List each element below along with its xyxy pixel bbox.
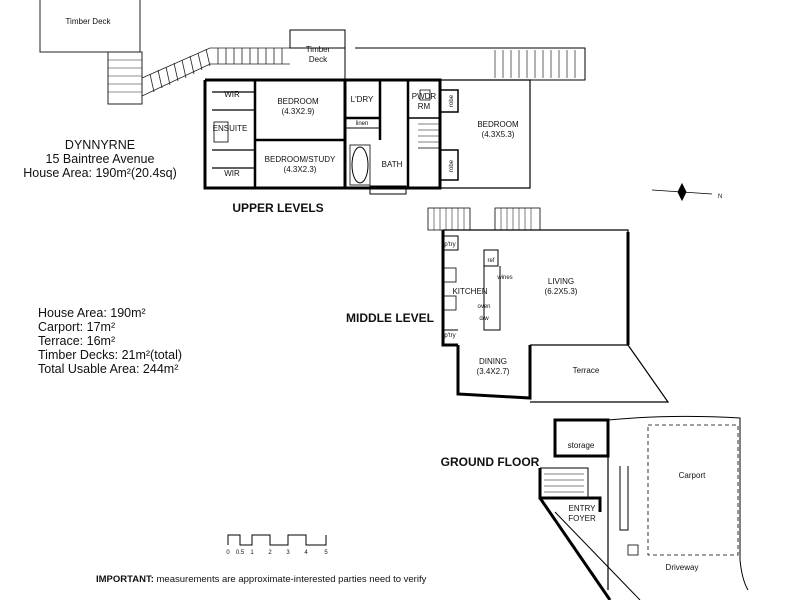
bedroom1-name: BEDROOM (277, 97, 319, 106)
powder-room-label-1: PWDR (412, 92, 437, 101)
disclaimer-text: measurements are approximate-interested … (153, 574, 427, 585)
scale-tick: 0.5 (236, 550, 245, 556)
timber-decks-area: Timber Decks: 21m²(total) (38, 348, 183, 362)
deck-stairs-diagonal (141, 47, 290, 97)
upper-levels-heading: UPPER LEVELS (232, 201, 323, 215)
carport-label: Carport (679, 471, 706, 480)
pantry-top-label: p'try (444, 242, 455, 248)
robe-bottom-label: robe (449, 159, 455, 172)
suburb-name: DYNNYRNE (64, 138, 136, 152)
kitchen-label: KITCHEN (452, 287, 487, 296)
bedroom3-size: (4.3X5.3) (482, 130, 515, 139)
street-address: 15 Baintree Avenue (45, 152, 155, 166)
property-title-block: DYNNYRNE 15 Baintree Avenue House Area: … (0, 138, 200, 180)
disclaimer-prefix: IMPORTANT: (96, 574, 154, 585)
scale-tick: 0 (226, 550, 230, 556)
timber-deck-mid-label-2: Deck (309, 55, 328, 64)
scale-bar-ticks: 0 0.5 1 2 3 4 5 (226, 550, 328, 556)
compass-north-arrow (651, 182, 713, 202)
timber-deck-top (39, 0, 143, 105)
scale-tick: 5 (324, 550, 328, 556)
scale-bar (227, 534, 327, 546)
upper-level-walls (203, 29, 586, 195)
living-size: (6.2X5.3) (545, 287, 578, 296)
house-area-summary: House Area: 190m²(20.4sq) (23, 166, 177, 180)
total-usable-area: Total Usable Area: 244m² (38, 362, 179, 376)
terrace-area: Terrace: 16m² (38, 334, 116, 348)
timber-deck-label: Timber Deck (65, 17, 111, 26)
robe-top-label: robe (449, 94, 455, 107)
bedroom3-name: BEDROOM (477, 120, 519, 129)
scale-tick: 2 (268, 550, 272, 556)
ensuite-label: ENSUITE (213, 124, 248, 133)
middle-level-heading: MIDDLE LEVEL (346, 311, 434, 325)
laundry-label: L'DRY (351, 95, 374, 104)
ground-floor-heading: GROUND FLOOR (441, 455, 540, 469)
bedroom2-name: BEDROOM/STUDY (265, 155, 336, 164)
driveway-label: Driveway (666, 563, 699, 572)
powder-room-label-2: RM (418, 102, 431, 111)
bedroom1-size: (4.3X2.9) (282, 107, 315, 116)
scale-tick: 1 (250, 550, 254, 556)
middle-level-walls (427, 207, 670, 403)
linen-label: linen (356, 121, 369, 127)
dining-name: DINING (479, 357, 507, 366)
ground-floor-walls (538, 415, 749, 600)
dining-size: (3.4X2.7) (477, 367, 510, 376)
bedroom2-size: (4.3X2.3) (284, 165, 317, 174)
storage-label: storage (568, 441, 595, 450)
scale-tick: 4 (304, 550, 308, 556)
wir-top-label: WIR (224, 90, 240, 99)
oven-label: oven (477, 304, 490, 310)
north-label: N (718, 194, 722, 200)
wines-label: wines (496, 275, 512, 281)
pantry-bottom-label: p'try (444, 333, 455, 339)
house-area: House Area: 190m² (38, 306, 146, 320)
terrace-label: Terrace (573, 366, 600, 375)
entry-label-1: ENTRY (569, 504, 597, 513)
living-name: LIVING (548, 277, 574, 286)
scale-tick: 3 (286, 550, 290, 556)
dishwasher-label: d/w (479, 316, 489, 322)
area-summary-block: House Area: 190m² Carport: 17m² Terrace:… (38, 306, 268, 376)
ref-label: ref (487, 258, 494, 264)
wir-bottom-label: WIR (224, 169, 240, 178)
timber-deck-mid-label-1: Timber (306, 45, 331, 54)
entry-label-2: FOYER (568, 514, 596, 523)
disclaimer: IMPORTANT: measurements are approximate-… (96, 574, 426, 585)
bath-label: BATH (382, 160, 403, 169)
carport-area: Carport: 17m² (38, 320, 116, 334)
